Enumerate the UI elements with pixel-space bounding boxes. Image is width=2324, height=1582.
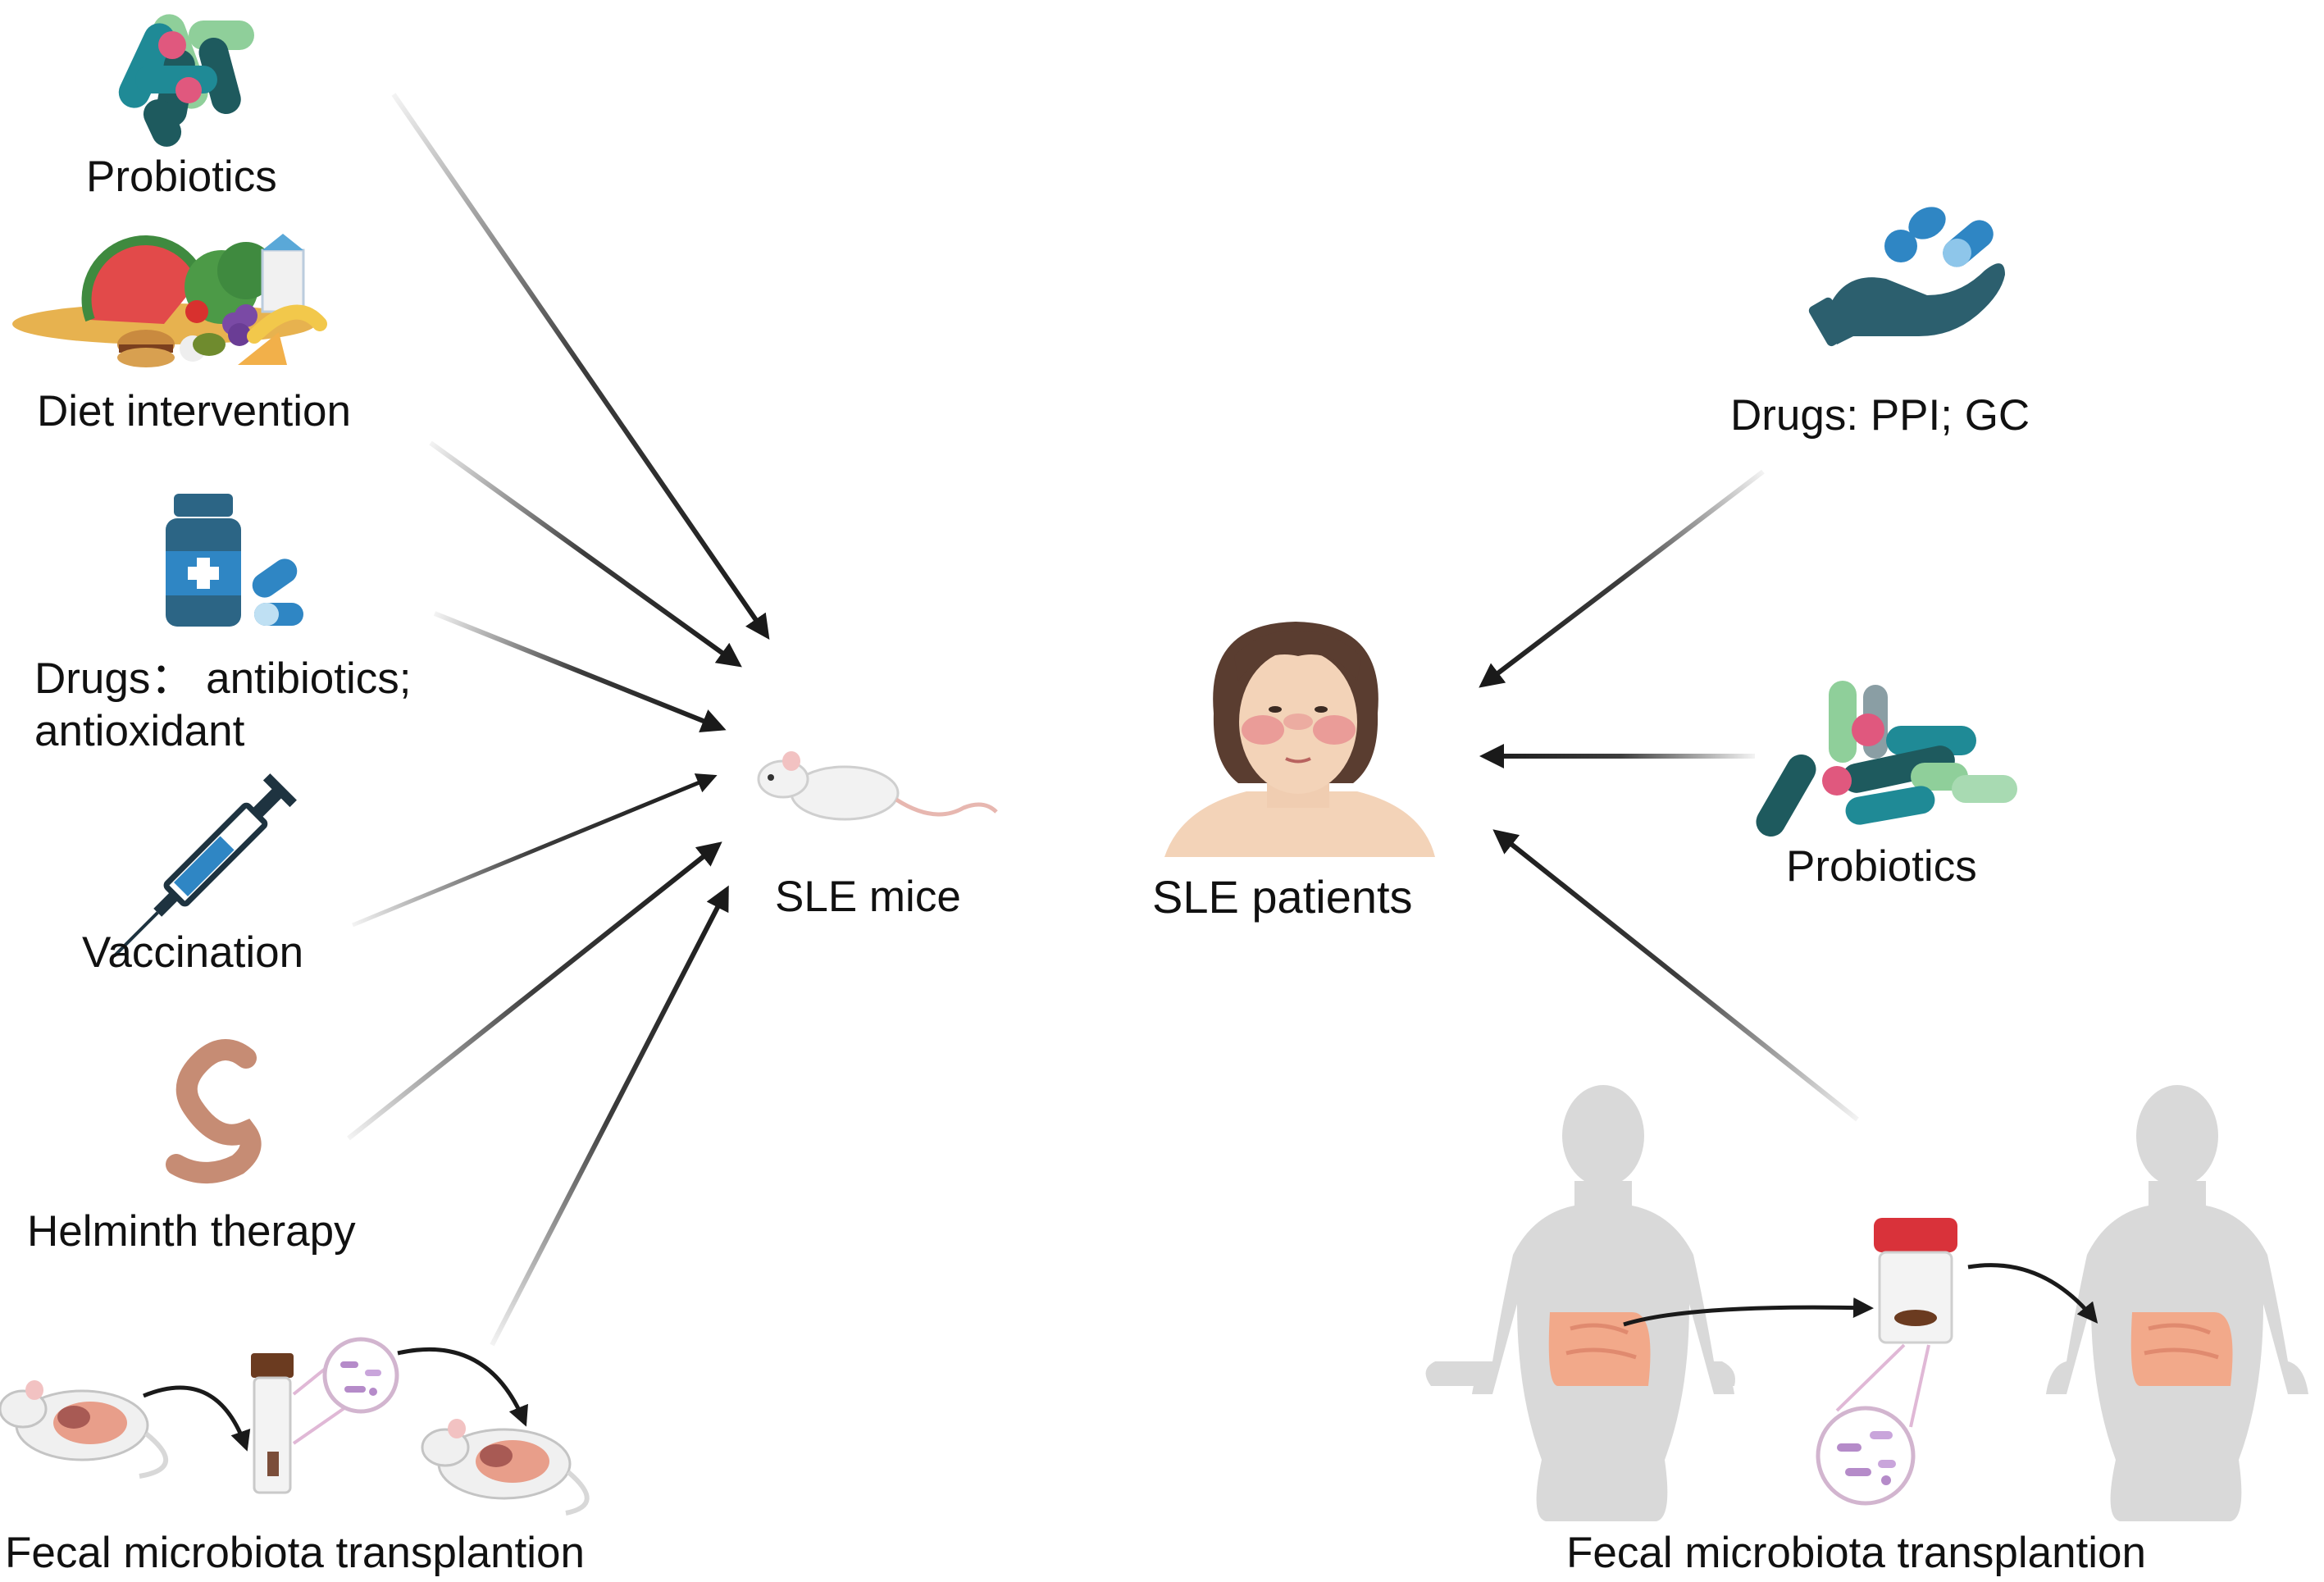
intestine-icon xyxy=(2130,1312,2233,1386)
patient-face-icon xyxy=(1164,622,1435,857)
arrow-probiotics-to-mice xyxy=(391,93,770,640)
medicine-bottle-icon xyxy=(166,494,303,627)
left-probiotics-label: Probiotics xyxy=(86,153,277,201)
intestine-icon xyxy=(1548,1312,1651,1386)
arrow-drugs-to-mice xyxy=(433,611,727,733)
drugs-label-line2: antioxidant xyxy=(34,707,245,755)
microscope-circle-icon xyxy=(322,1337,399,1414)
food-icon xyxy=(12,234,327,367)
left-fmt-label: Fecal microbiota transplantion xyxy=(5,1529,586,1577)
right-fmt-label: Fecal microbiota transplantion xyxy=(1566,1529,2147,1577)
right-drugs-label: Drugs: PPI; GC xyxy=(1730,391,2030,440)
vaccination-label: Vaccination xyxy=(82,928,304,977)
mouse-icon xyxy=(757,751,998,821)
right-fmt-scene xyxy=(1425,1085,2308,1521)
drugs-label-line1: Drugs： antibiotics; xyxy=(34,654,412,703)
arrow-diet-to-mice xyxy=(429,440,742,668)
sle-patients-label: SLE patients xyxy=(1152,871,1413,923)
probiotic-capsules-icon-right xyxy=(1756,681,2017,837)
worm-icon xyxy=(166,1039,262,1183)
test-tube-icon xyxy=(251,1353,294,1494)
diet-intervention-label: Diet intervention xyxy=(37,387,351,435)
arrow-drugs-to-patients xyxy=(1479,469,1765,688)
stool-jar-icon xyxy=(1874,1218,1957,1344)
right-probiotics-label: Probiotics xyxy=(1786,842,1977,891)
recipient-mouse-icon xyxy=(421,1419,590,1516)
helminth-therapy-label: Helminth therapy xyxy=(27,1207,356,1256)
left-fmt-scene xyxy=(0,1337,590,1516)
human-silhouette-icon xyxy=(2046,1085,2308,1521)
arrow-helminth-to-mice xyxy=(347,841,722,1141)
probiotic-capsules-icon xyxy=(118,14,254,147)
sle-mice-label: SLE mice xyxy=(775,873,961,921)
human-silhouette-icon xyxy=(1425,1085,1735,1521)
hand-pills-icon xyxy=(1808,207,2005,347)
arrow-fmt-to-patients xyxy=(1492,829,1859,1122)
arrow-vaccination-to-mice xyxy=(352,773,718,928)
arrow-fmt-to-mice xyxy=(490,885,729,1347)
donor-mouse-icon xyxy=(0,1380,169,1479)
microscope-circle-icon xyxy=(1816,1406,1916,1506)
syringe-icon xyxy=(112,773,297,958)
